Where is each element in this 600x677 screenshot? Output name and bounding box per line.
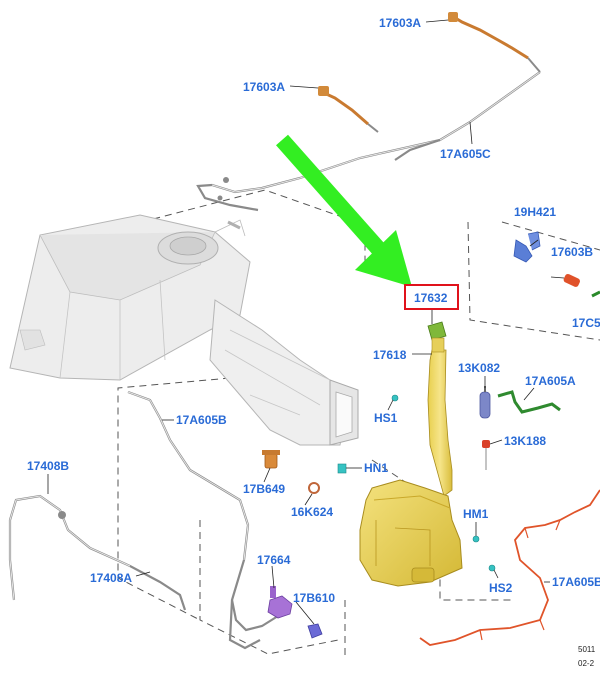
label-17A605B-right: 17A605B bbox=[552, 575, 600, 589]
part-13K188 bbox=[482, 440, 490, 470]
label-17618: 17618 bbox=[373, 348, 407, 362]
label-17603A-mid: 17603A bbox=[243, 80, 285, 94]
label-17C5: 17C5 bbox=[572, 316, 600, 330]
part-17B610 bbox=[307, 623, 323, 639]
label-13K082: 13K082 bbox=[458, 361, 500, 375]
label-17A605A: 17A605A bbox=[525, 374, 576, 388]
green-pointer-arrow bbox=[276, 134, 412, 287]
hose-17A605A bbox=[497, 390, 561, 414]
hose-17A605C bbox=[196, 71, 541, 212]
seal-16K624 bbox=[308, 482, 320, 494]
part-17C5 bbox=[591, 290, 600, 298]
hose-17A605B-right bbox=[419, 489, 600, 646]
label-17408B: 17408B bbox=[27, 459, 69, 473]
label-17B610: 17B610 bbox=[293, 591, 335, 605]
pump-13K082 bbox=[479, 386, 491, 419]
fastener-HS2 bbox=[488, 564, 496, 572]
label-17632: 17632 bbox=[414, 291, 448, 305]
figure-ref-date: 02-2 bbox=[578, 659, 595, 668]
highlight-box-17632 bbox=[404, 284, 459, 310]
figure-ref-code: 5011 bbox=[578, 645, 596, 654]
fastener-HS1 bbox=[391, 394, 399, 402]
washer-jet-17603A-top bbox=[448, 12, 541, 73]
pump-17664 bbox=[267, 586, 293, 619]
label-17603B: 17603B bbox=[551, 245, 593, 259]
washer-reservoir-17618 bbox=[359, 321, 463, 587]
label-HS1: HS1 bbox=[374, 411, 398, 425]
figure-reference: 5011 02-2 bbox=[578, 645, 596, 668]
label-HS2: HS2 bbox=[489, 581, 513, 595]
fastener-HN1 bbox=[337, 463, 347, 474]
label-17A605C: 17A605C bbox=[440, 147, 491, 161]
label-17603A-top: 17603A bbox=[379, 16, 421, 30]
label-13K188: 13K188 bbox=[504, 434, 546, 448]
label-16K624: 16K624 bbox=[291, 505, 333, 519]
vehicle-frame-structure bbox=[9, 214, 359, 446]
label-HM1: HM1 bbox=[463, 507, 489, 521]
part-labels: 17603A 17603A 17A605C 19H421 17603B 17C5… bbox=[27, 16, 600, 605]
label-17A605B: 17A605B bbox=[176, 413, 227, 427]
label-17664: 17664 bbox=[257, 553, 291, 567]
part-17603B bbox=[563, 273, 580, 287]
label-19H421: 19H421 bbox=[514, 205, 556, 219]
connector-19H421 bbox=[513, 231, 541, 263]
label-HN1: HN1 bbox=[364, 461, 388, 475]
washer-jet-17603A-mid bbox=[318, 86, 379, 133]
part-17B649 bbox=[262, 450, 280, 469]
leader-lines bbox=[47, 19, 565, 625]
label-17B649: 17B649 bbox=[243, 482, 285, 496]
fastener-HM1 bbox=[472, 535, 480, 543]
hose-17408 bbox=[8, 494, 187, 611]
label-17408A: 17408A bbox=[90, 571, 132, 585]
hose-17A605B bbox=[127, 390, 279, 650]
